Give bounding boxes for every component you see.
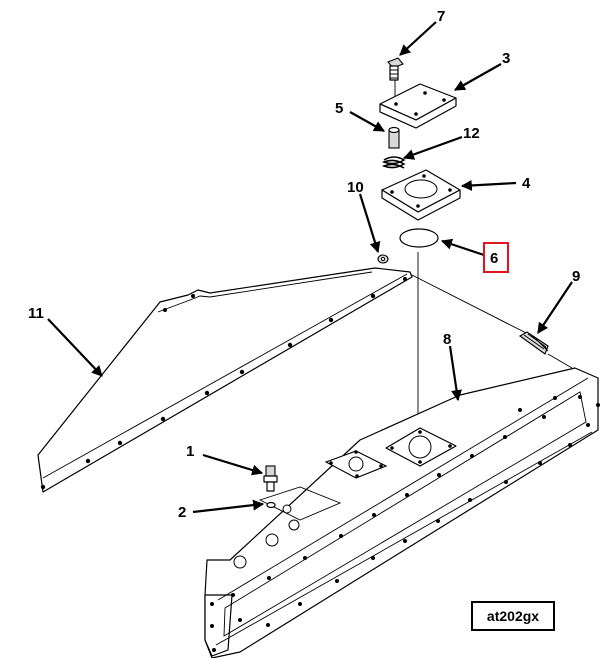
callout-4: 4: [522, 175, 531, 192]
fitting-part-1: [263, 465, 278, 492]
callout-10: 10: [347, 179, 364, 196]
callout-6: 6: [490, 250, 498, 267]
callout-9: 9: [572, 268, 580, 285]
spring-part-12: [381, 156, 406, 169]
callout-8: 8: [443, 331, 451, 348]
cover-plate-part-11: [37, 267, 413, 493]
figure-id: at202gx: [487, 608, 539, 624]
figure-id-box: [471, 601, 555, 631]
flange-part-4: [381, 169, 461, 221]
washer-part-2: [266, 501, 276, 509]
stud-part-9: [518, 331, 549, 355]
callout-2: 2: [178, 504, 186, 521]
cover-part-3: [379, 83, 457, 129]
leader-lines: [47, 21, 573, 514]
callout-12: 12: [463, 125, 480, 142]
callout-7: 7: [437, 8, 445, 25]
callout-11: 11: [28, 305, 44, 322]
manifold-part-8: [204, 367, 600, 658]
spacer-part-5: [388, 126, 400, 149]
bolt-part-7: [387, 57, 404, 81]
callout-5: 5: [335, 100, 343, 117]
gasket-ring-part-6: [399, 228, 439, 248]
highlight-box-callout-6: [483, 242, 509, 273]
callout-1: 1: [186, 443, 194, 460]
callout-3: 3: [502, 50, 510, 67]
nut-part-10: [377, 254, 389, 264]
